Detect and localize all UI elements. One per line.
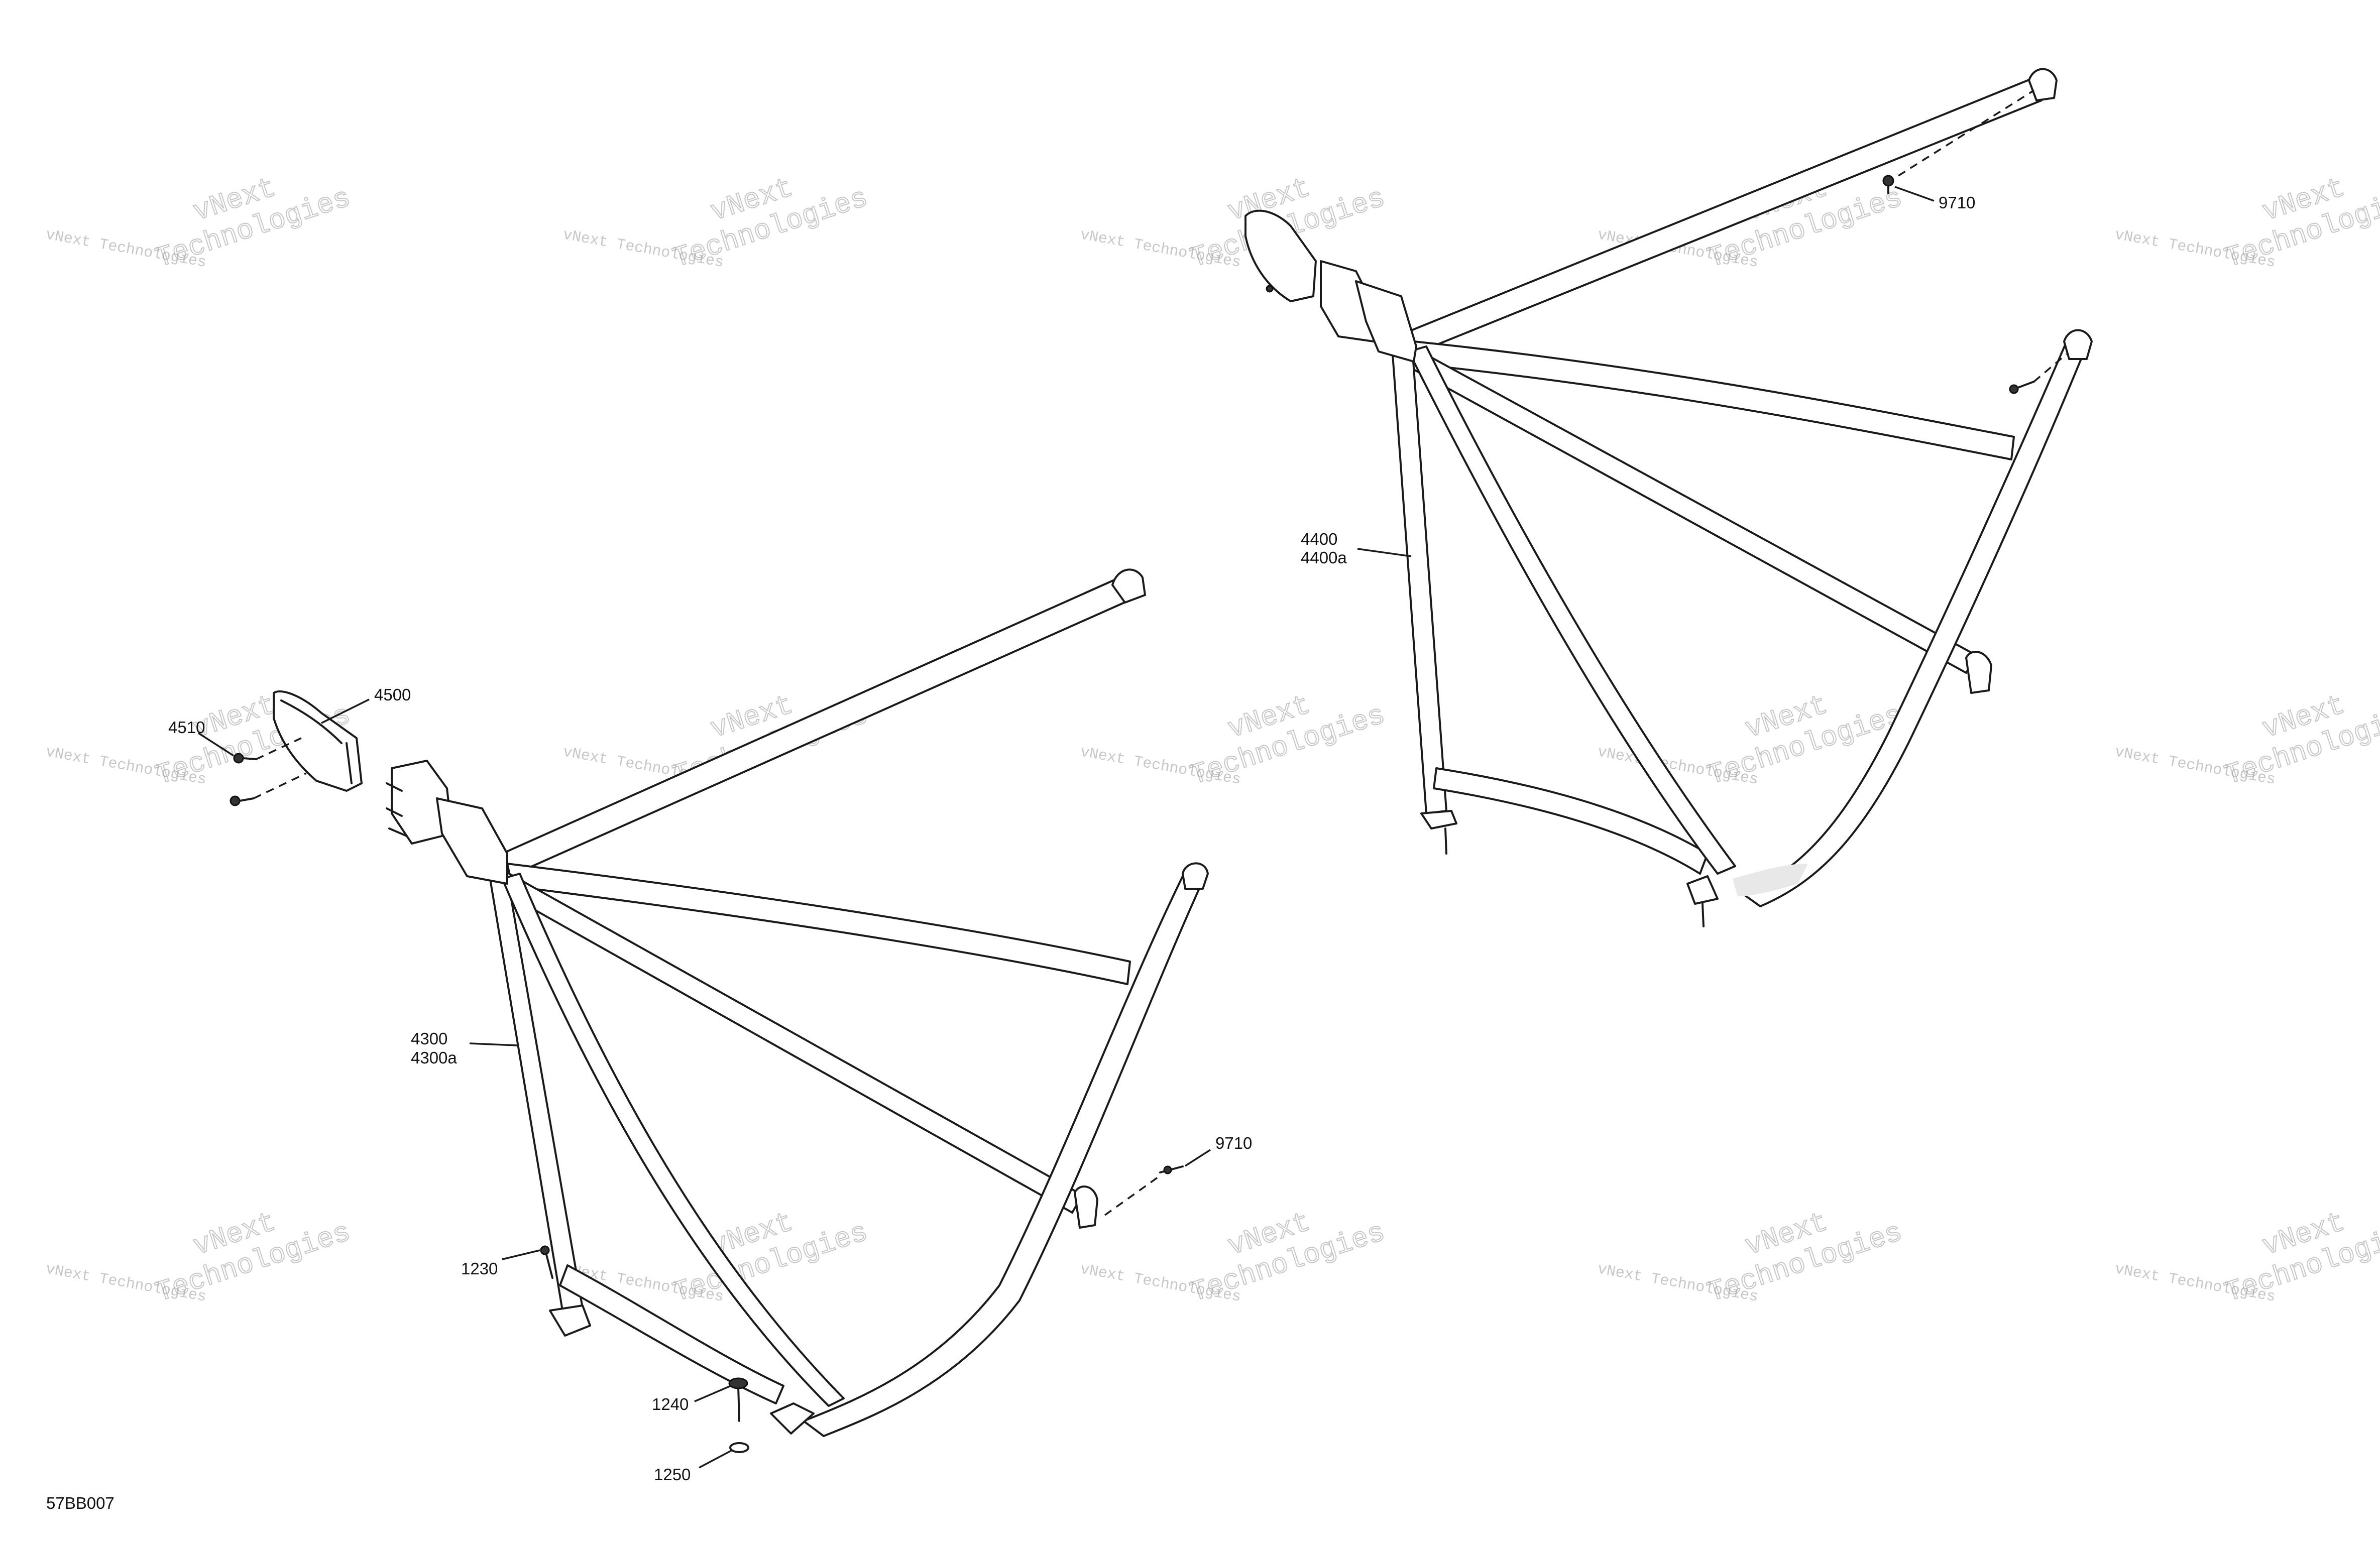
callout-4400a: 4400a [1301, 548, 1347, 567]
screw-4510 [230, 753, 257, 806]
callout-4300a: 4300a [411, 1048, 457, 1067]
callout-9710-left: 9710 [1215, 1134, 1252, 1152]
buckle-tongue-right [1244, 209, 1417, 363]
bolt-1230 [545, 1252, 553, 1279]
bolt-1240 [737, 1385, 740, 1422]
washer-1250 [729, 1442, 749, 1453]
drawing-code: 57BB007 [46, 1494, 115, 1512]
buckle-tongue-left [386, 760, 508, 885]
anchor-right-upper-right [2063, 329, 2093, 360]
callout-4500: 4500 [374, 685, 411, 704]
callout-1230: 1230 [461, 1259, 498, 1278]
inner-diagonal-strap-right [1408, 345, 1736, 875]
shoulder-strap-left [501, 576, 1131, 877]
right-side-strap-right [1742, 340, 2085, 907]
anchor-bottom-right-b [1686, 875, 1719, 905]
inner-diagonal-strap-left [501, 873, 845, 1407]
callout-9710-right: 9710 [1939, 193, 1975, 212]
anchor-right-lower-right [1965, 651, 1992, 694]
mid-strap-left [506, 863, 1131, 985]
lower-strap-right [1433, 767, 1709, 875]
seat-belt-assembly-left [230, 568, 1209, 1453]
leader-lines [198, 186, 1935, 1469]
callout-4510: 4510 [168, 718, 205, 737]
rivet-side-right [2009, 381, 2035, 394]
strap-shading [1733, 864, 1808, 896]
anchor-bottom-left-a [549, 1304, 591, 1337]
lower-strap-left [559, 1264, 784, 1404]
rivet-9710-right [1882, 175, 1894, 194]
anchor-right-lower-left [1074, 1185, 1098, 1229]
buckle-4500 [273, 690, 363, 792]
anchor-bottom-left-b [770, 1402, 815, 1435]
seat-belt-assembly-right [1244, 68, 2093, 927]
rivet-9710-left [1159, 1165, 1184, 1174]
right-side-strap-left [803, 875, 1201, 1437]
mid-strap-right [1413, 340, 2015, 460]
callout-4300: 4300 [411, 1029, 447, 1048]
anchor-bottom-right-a [1420, 810, 1457, 829]
callout-1240: 1240 [652, 1395, 689, 1413]
callout-4400: 4400 [1301, 530, 1337, 548]
shoulder-strap-right [1408, 77, 2043, 355]
callout-1250: 1250 [654, 1465, 691, 1484]
anchor-right-upper-left [1182, 862, 1209, 890]
anchor-top-right [2028, 68, 2058, 101]
callout-labels: 4500 4510 4300 4300a 9710 1230 1240 1250… [46, 193, 1975, 1512]
anchor-top-left [1111, 568, 1146, 604]
